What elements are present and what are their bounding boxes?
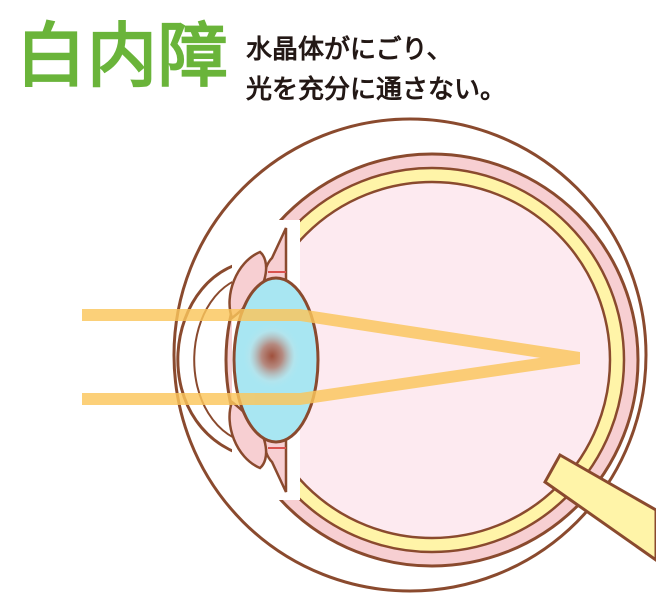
page-title: 白内障	[16, 15, 229, 97]
light-beam-lower	[82, 352, 580, 405]
light-beam-upper	[82, 309, 580, 364]
light-beams	[82, 309, 580, 405]
cataract-cloud	[242, 322, 302, 390]
cornea-inner-line	[193, 274, 256, 446]
description: 水晶体がにごり、 光を充分に通さない。	[246, 30, 506, 110]
description-line-2: 光を充分に通さない。	[246, 75, 507, 105]
optic-nerve	[543, 452, 656, 562]
description-line-1: 水晶体がにごり、	[246, 35, 453, 65]
